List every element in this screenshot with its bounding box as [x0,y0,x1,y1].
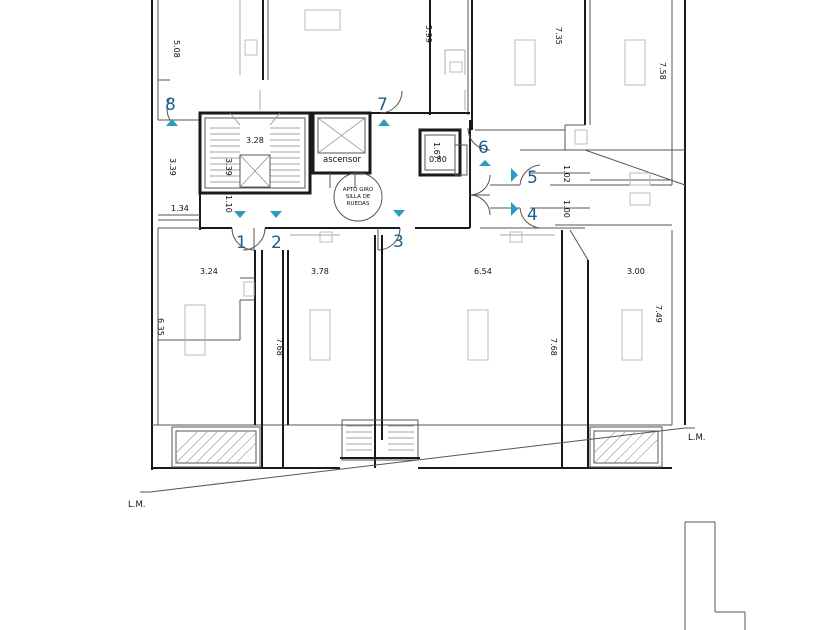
svg-text:3.39: 3.39 [168,158,177,176]
wheelchair-label-3: RUEDAS [347,201,370,207]
svg-text:1.10: 1.10 [224,195,233,213]
svg-text:1.00: 1.00 [562,200,571,218]
elevator-shaft [311,111,470,188]
building-outline [151,0,686,470]
svg-text:3: 3 [393,232,404,252]
door-swings [166,90,541,251]
svg-text:3.00: 3.00 [627,267,645,276]
unit-marker-6: 6 [478,138,491,166]
svg-text:7.35: 7.35 [554,27,563,45]
unit-marker-7: 7 [377,95,390,126]
elevator-label: ascensor [323,155,362,165]
unit-marker-1: 1 [234,211,247,253]
svg-text:0.80: 0.80 [429,155,447,164]
svg-text:3.28: 3.28 [246,136,264,145]
unit-marker-2: 2 [270,211,282,253]
wheelchair-label-2: SILLA DE [346,194,371,200]
svg-text:3.78: 3.78 [311,267,329,276]
svg-text:1.67: 1.67 [432,142,441,160]
svg-text:1.34: 1.34 [171,204,189,213]
svg-text:7.49: 7.49 [654,305,663,323]
front-stair [340,419,420,461]
svg-text:5.99: 5.99 [424,25,433,43]
svg-text:7.58: 7.58 [658,62,667,80]
upper-partitions [158,0,686,226]
svg-text:1.02: 1.02 [562,165,571,183]
unit-marker-5: 5 [511,168,538,188]
svg-text:3.39: 3.39 [224,158,233,176]
svg-text:7.68: 7.68 [275,338,284,356]
lm-right-label: L.M. [688,433,705,443]
unit-marker-8: 8 [165,95,178,126]
lm-left-label: L.M. [128,500,145,510]
svg-text:7.68: 7.68 [549,338,558,356]
svg-text:6.35: 6.35 [156,318,165,336]
svg-text:1: 1 [236,233,247,253]
wheelchair-label-1: APTO GIRO [343,187,374,193]
unit-marker-3: 3 [393,210,405,252]
wheelchair-turn-circle [333,172,383,222]
svg-text:3.24: 3.24 [200,267,218,276]
furniture [184,9,651,361]
adjacent-lot [684,521,746,630]
svg-text:5: 5 [527,168,538,188]
dimensions: 5.08 5.99 7.35 7.58 3.28 3.39 3.39 1.67 … [156,25,667,356]
unit-marker-4: 4 [511,202,538,225]
svg-text:6.54: 6.54 [474,267,492,276]
lower-partitions [158,229,589,468]
svg-text:8: 8 [165,95,176,115]
balconies [171,426,663,468]
svg-text:5.08: 5.08 [172,40,181,58]
svg-text:2: 2 [271,233,282,253]
svg-text:7: 7 [377,95,388,115]
stair-core [198,111,312,230]
svg-text:6: 6 [478,138,489,158]
property-lines [140,427,695,493]
svg-text:4: 4 [527,205,538,225]
